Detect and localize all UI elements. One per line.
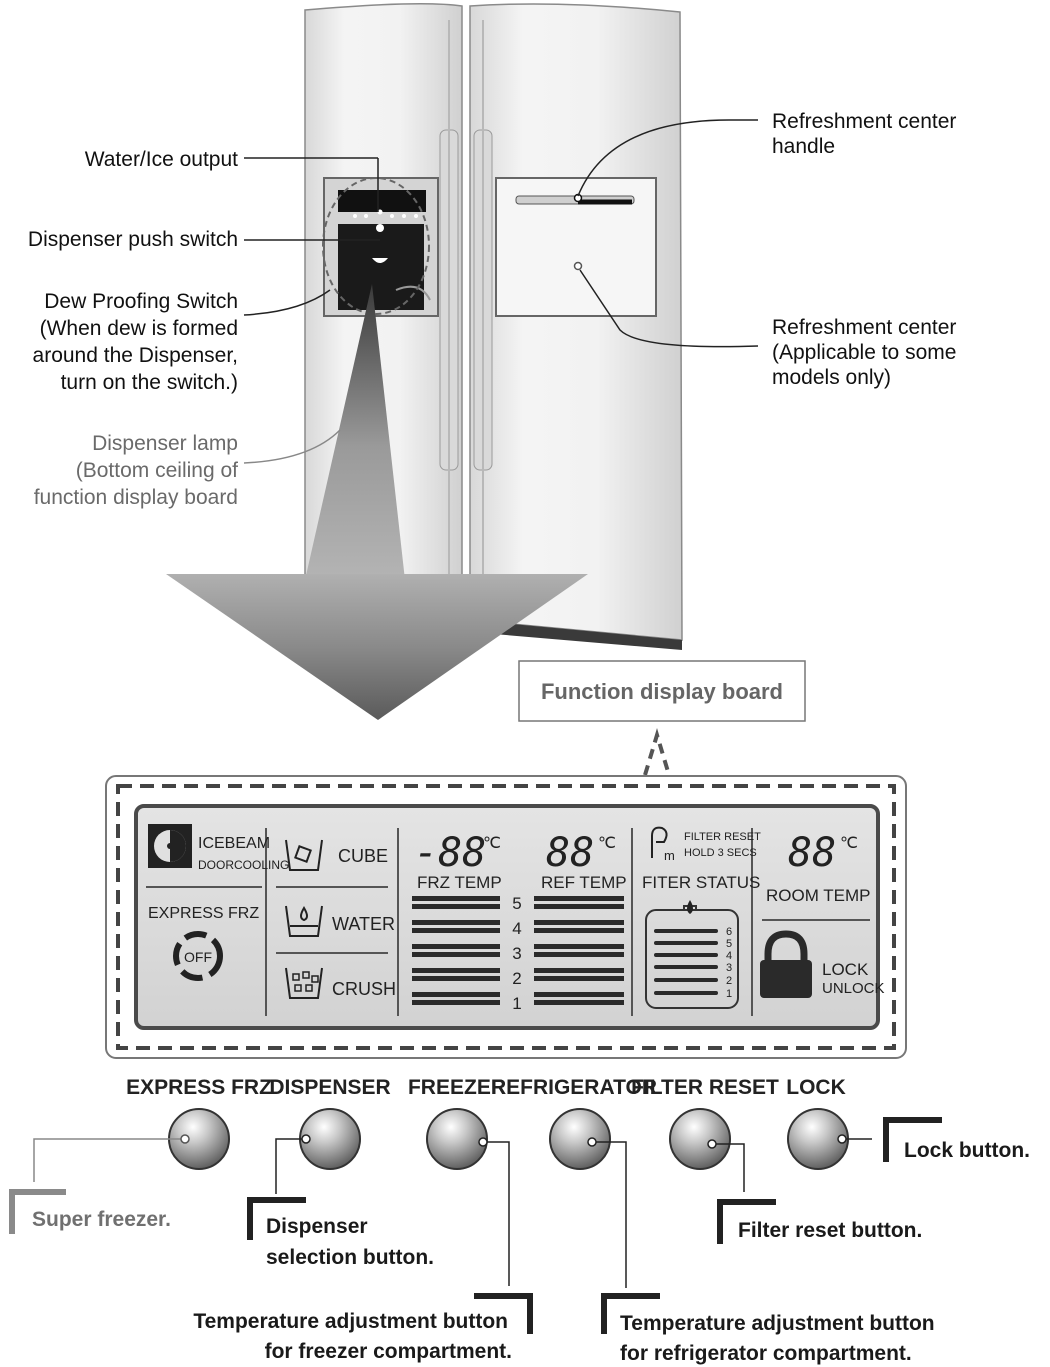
svg-text:m: m <box>664 848 675 863</box>
super-freezer-bracket <box>9 1189 66 1234</box>
svg-text:2: 2 <box>512 969 521 988</box>
freezer-desc-line1: Temperature adjustment button <box>193 1310 508 1333</box>
filter-icon: m <box>651 826 675 863</box>
refrigerator-temp-digits: 88 <box>546 830 594 876</box>
level-numbers: 5 4 3 2 1 <box>512 894 521 1013</box>
refreshment-center-label: Refreshment center (Applicable to some m… <box>772 316 956 389</box>
icebeam-label: ICEBEAM <box>198 835 270 852</box>
room-temp-digits: 88 <box>788 830 836 876</box>
function-board-label-box <box>518 660 806 722</box>
function-display-board: ICEBEAM DOORCOOLING EXPRESS FRZ OFF CUBE… <box>105 775 907 1059</box>
svg-text:models only): models only) <box>772 366 891 389</box>
filter-reset-button[interactable] <box>669 1108 731 1170</box>
super-freezer-desc: Super freezer. <box>32 1208 171 1231</box>
water-label: WATER <box>332 914 395 934</box>
water-cup-icon <box>285 905 323 937</box>
dispenser-lamp-label: Dispenser lamp (Bottom ceiling of functi… <box>34 432 238 509</box>
svg-text:handle: handle <box>772 135 835 158</box>
svg-text:Dew Proofing Switch: Dew Proofing Switch <box>44 290 238 313</box>
express-off-icon: OFF <box>173 931 223 981</box>
svg-text:Refreshment center: Refreshment center <box>772 316 956 339</box>
svg-text:4: 4 <box>726 950 732 962</box>
svg-text:(When dew is formed: (When dew is formed <box>40 317 238 340</box>
refrigerator-button[interactable] <box>549 1108 611 1170</box>
svg-text:3: 3 <box>726 962 732 974</box>
svg-text:3: 3 <box>512 944 521 963</box>
refrigerator-bracket <box>601 1293 660 1334</box>
svg-text:(Applicable to some: (Applicable to some <box>772 341 956 364</box>
refrigerator-desc-line1: Temperature adjustment button <box>620 1312 935 1335</box>
svg-text:function display board: function display board <box>34 486 238 509</box>
svg-text:around the Dispenser,: around the Dispenser, <box>33 344 238 367</box>
lock-button-label: LOCK <box>786 1076 846 1099</box>
freezer-deg-symbol: ℃ <box>483 835 501 852</box>
refreshment-handle-label: Refreshment center handle <box>772 110 956 158</box>
cube-label: CUBE <box>338 846 388 866</box>
freezer-bracket <box>474 1293 533 1334</box>
svg-text:4: 4 <box>512 919 521 938</box>
hold-3-secs-label: HOLD 3 SECS <box>684 847 757 859</box>
refrigerator-level-bars <box>534 896 624 1005</box>
crush-label: CRUSH <box>332 979 396 999</box>
function-board-label: Function display board <box>541 679 783 704</box>
room-deg-symbol: ℃ <box>840 835 858 852</box>
express-frz-panel-label: EXPRESS FRZ <box>148 905 259 922</box>
lock-desc: Lock button. <box>904 1139 1030 1162</box>
dispenser-desc-line2: selection button. <box>266 1246 434 1269</box>
filter-reset-desc: Filter reset button. <box>738 1219 922 1242</box>
padlock-icon <box>760 930 812 998</box>
freezer-button-label: FREEZER <box>408 1076 506 1099</box>
express-frz-button-label: EXPRESS FRZ <box>126 1076 272 1099</box>
svg-text:1: 1 <box>726 988 732 1000</box>
svg-text:5: 5 <box>726 938 732 950</box>
down-arrow <box>166 574 588 720</box>
dispenser-button-label: DISPENSER <box>269 1076 390 1099</box>
cube-cup-icon <box>285 839 323 871</box>
callout-dashed-pointer <box>643 728 671 776</box>
filter-level-bars <box>654 929 718 995</box>
svg-text:OFF: OFF <box>184 949 212 965</box>
frz-temp-label: FRZ TEMP <box>417 873 502 892</box>
svg-text:(Bottom ceiling of: (Bottom ceiling of <box>76 459 238 482</box>
refrigerator-deg-symbol: ℃ <box>598 835 616 852</box>
filter-reset-button-label: FILTER RESET <box>631 1076 779 1099</box>
freezer-temp-digits: -88 <box>414 830 486 876</box>
svg-text:2: 2 <box>726 975 732 987</box>
doorcooling-label: DOORCOOLING <box>198 858 289 872</box>
dew-switch-label: Dew Proofing Switch (When dew is formed … <box>33 290 238 394</box>
svg-text:turn on the switch.): turn on the switch.) <box>61 371 238 394</box>
dispenser-push-switch-label: Dispenser push switch <box>28 228 238 251</box>
lock-panel-label: LOCK <box>822 960 869 979</box>
freezer-desc-line2: for freezer compartment. <box>265 1340 512 1363</box>
filter-status-label: FITER STATUS <box>642 873 760 892</box>
filter-reset-bracket <box>717 1199 776 1244</box>
freezer-level-bars <box>412 896 500 1005</box>
water-drop-icon <box>687 900 693 914</box>
fan-icon <box>148 824 192 868</box>
dispenser-light-beam <box>305 284 405 580</box>
svg-text:Refreshment center: Refreshment center <box>772 110 956 133</box>
room-temp-label: ROOM TEMP <box>766 886 871 905</box>
ref-temp-label: REF TEMP <box>541 873 627 892</box>
lock-bracket <box>883 1117 942 1162</box>
dispenser-bracket <box>247 1197 306 1240</box>
crush-cup-icon <box>285 967 323 999</box>
svg-text:5: 5 <box>512 894 521 913</box>
water-ice-output-label: Water/Ice output <box>85 148 238 171</box>
dispenser-desc-line1: Dispenser <box>266 1215 368 1238</box>
filter-level-numbers: 6 5 4 3 2 1 <box>726 926 732 1000</box>
refrigerator-button-label: REFRIGERATOR <box>491 1076 657 1099</box>
unlock-panel-label: UNLOCK <box>822 980 885 997</box>
freezer-button[interactable] <box>426 1108 488 1170</box>
refrigerator-desc-line2: for refrigerator compartment. <box>620 1342 912 1365</box>
filter-reset-panel-label: FILTER RESET <box>684 831 761 843</box>
svg-text:6: 6 <box>726 926 732 938</box>
svg-text:Dispenser lamp: Dispenser lamp <box>92 432 238 455</box>
svg-text:1: 1 <box>512 994 521 1013</box>
